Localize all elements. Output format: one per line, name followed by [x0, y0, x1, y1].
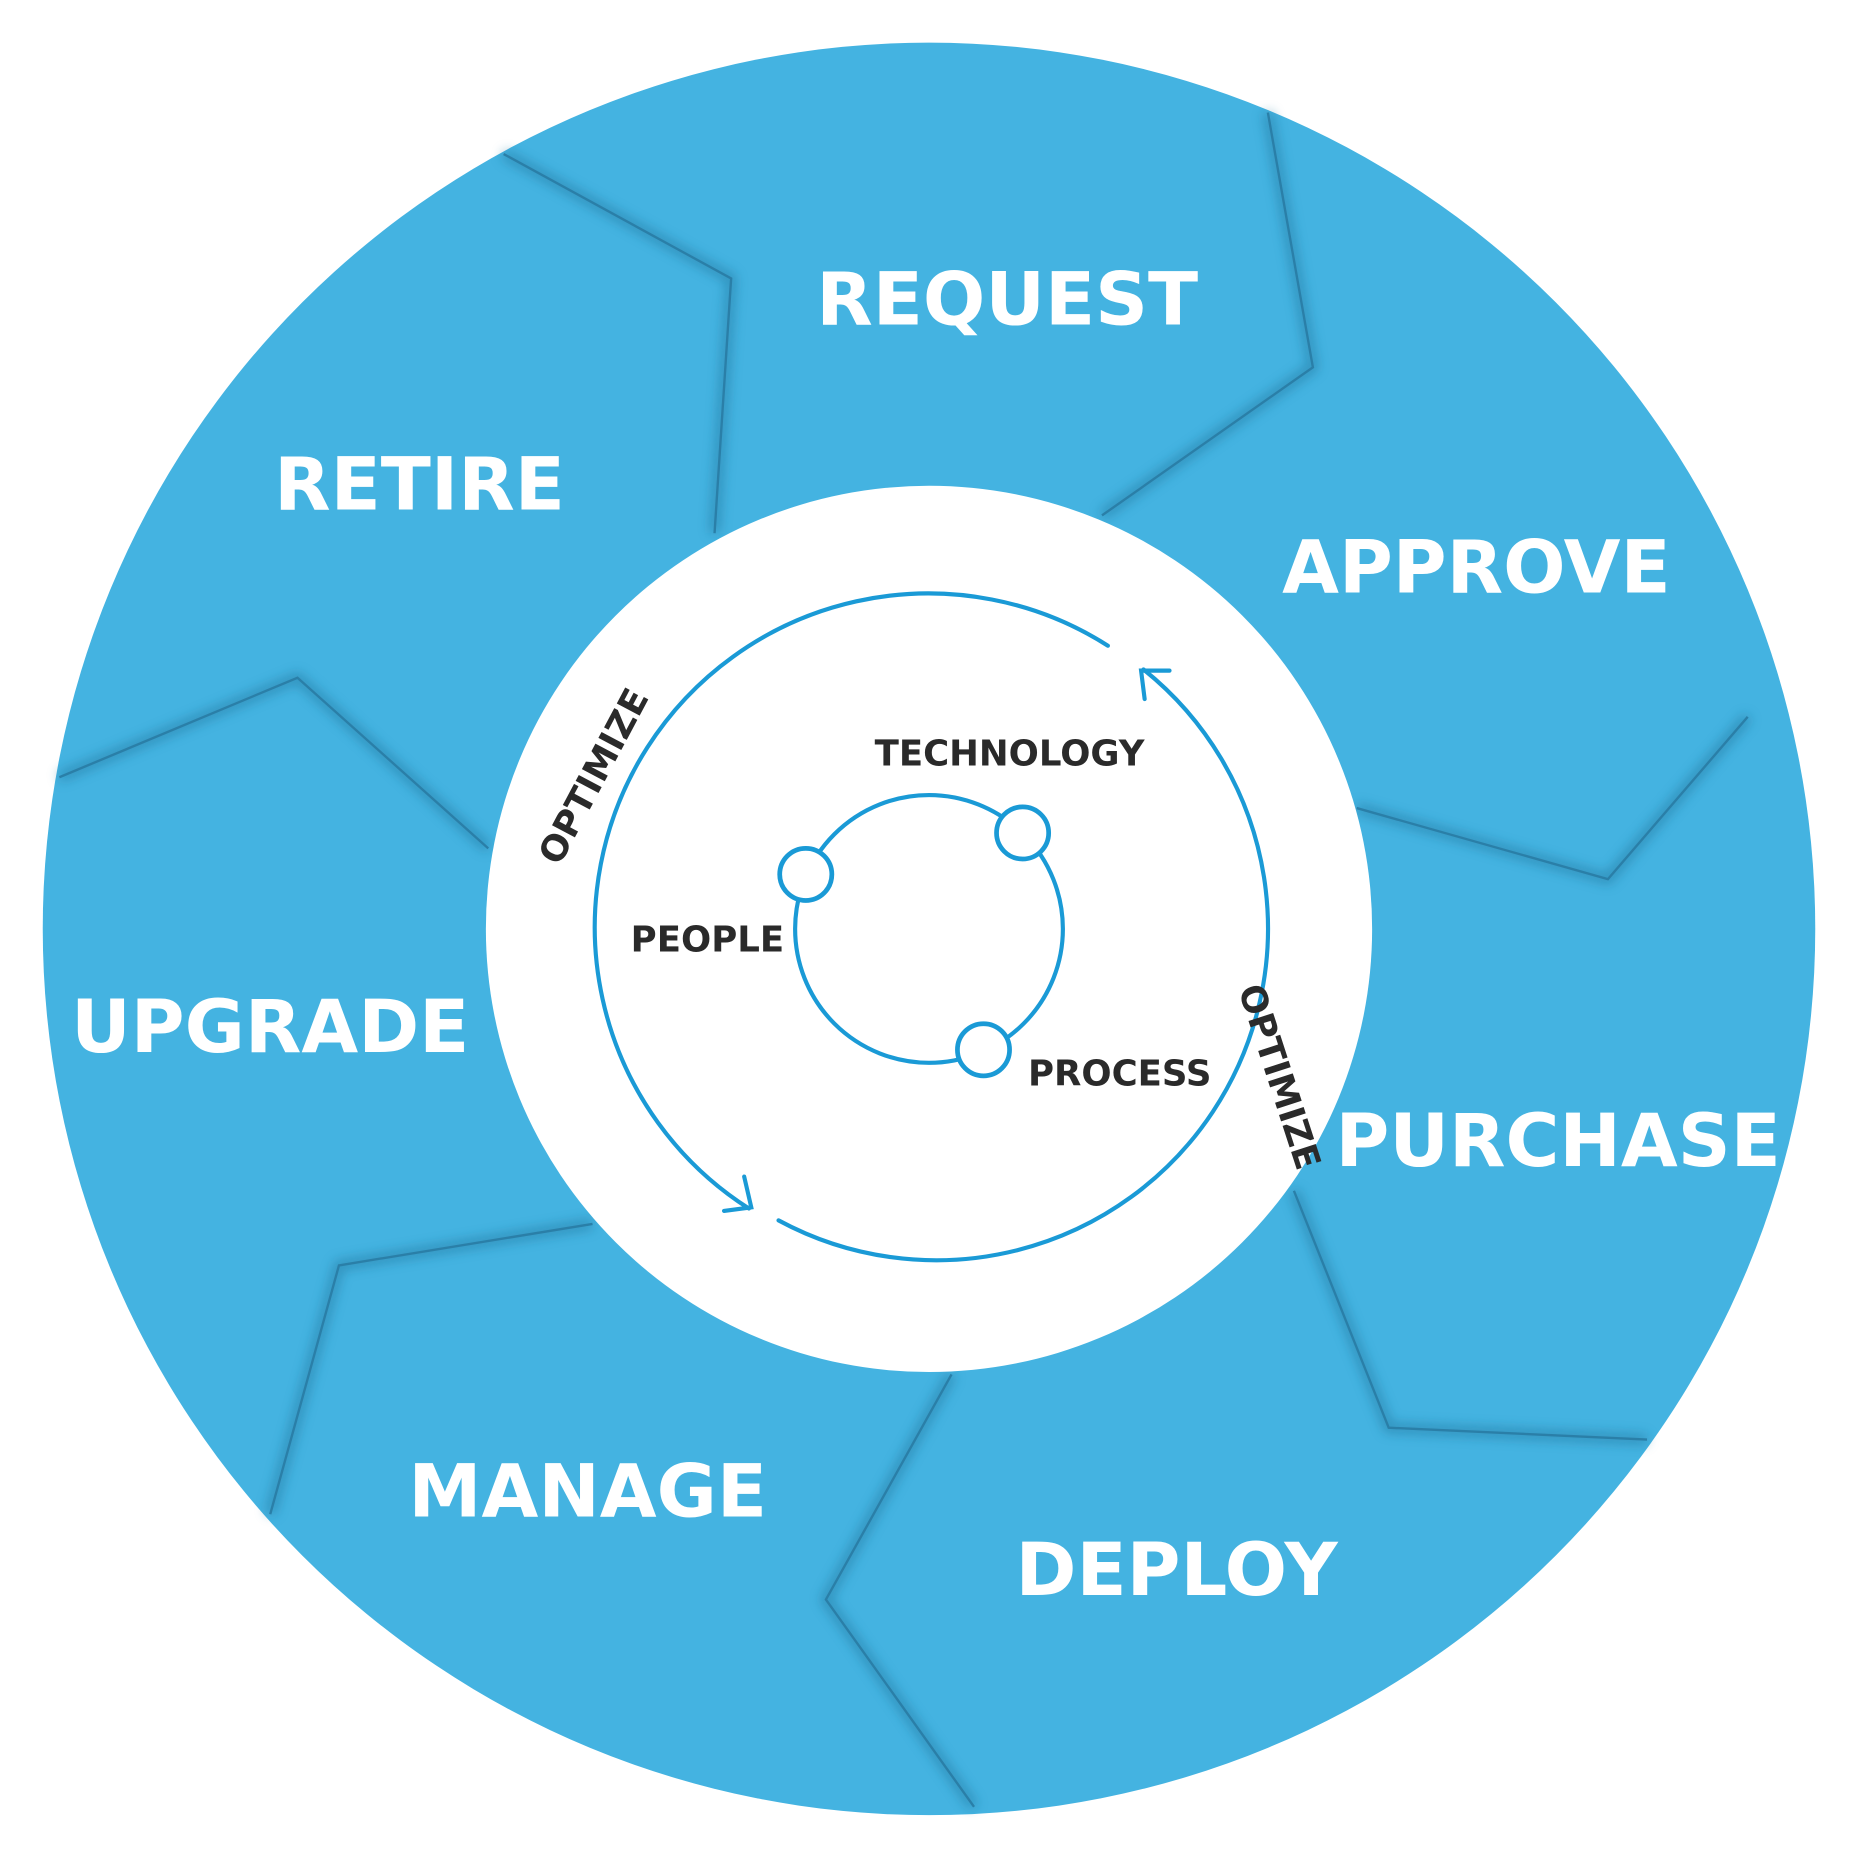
divider-retire-request [503, 152, 733, 534]
stage-upgrade: UPGRADE [71, 985, 469, 1070]
cycle-arrow-left [592, 591, 1110, 1211]
cycle-arrow-right [776, 667, 1271, 1263]
core-technology: TECHNOLOGY [875, 733, 1146, 774]
core-ring [793, 792, 1065, 1065]
divider-deploy-manage [824, 1373, 975, 1808]
divider-purchase-deploy [1292, 1190, 1648, 1441]
divider-upgrade-retire [58, 676, 490, 850]
divider-approve-purchase [1356, 716, 1749, 881]
core-process: PROCESS [1028, 1053, 1212, 1094]
divider-manage-upgrade [269, 1222, 593, 1515]
node-people [777, 845, 835, 903]
stage-purchase: PURCHASE [1336, 1099, 1781, 1184]
node-technology [994, 804, 1052, 862]
arrow-head-right-icon [1138, 668, 1172, 702]
inner-circle [485, 485, 1373, 1373]
segment-dividers [58, 112, 1749, 1808]
arrow-head-left-icon [721, 1174, 754, 1213]
node-process [955, 1021, 1012, 1079]
stage-manage: MANAGE [408, 1450, 767, 1535]
stage-request: REQUEST [816, 258, 1198, 343]
stage-retire: RETIRE [274, 442, 565, 527]
stage-deploy: DEPLOY [1016, 1528, 1339, 1613]
core-people: PEOPLE [631, 919, 784, 960]
divider-request-approve [1101, 112, 1315, 517]
stage-approve: APPROVE [1282, 525, 1671, 610]
